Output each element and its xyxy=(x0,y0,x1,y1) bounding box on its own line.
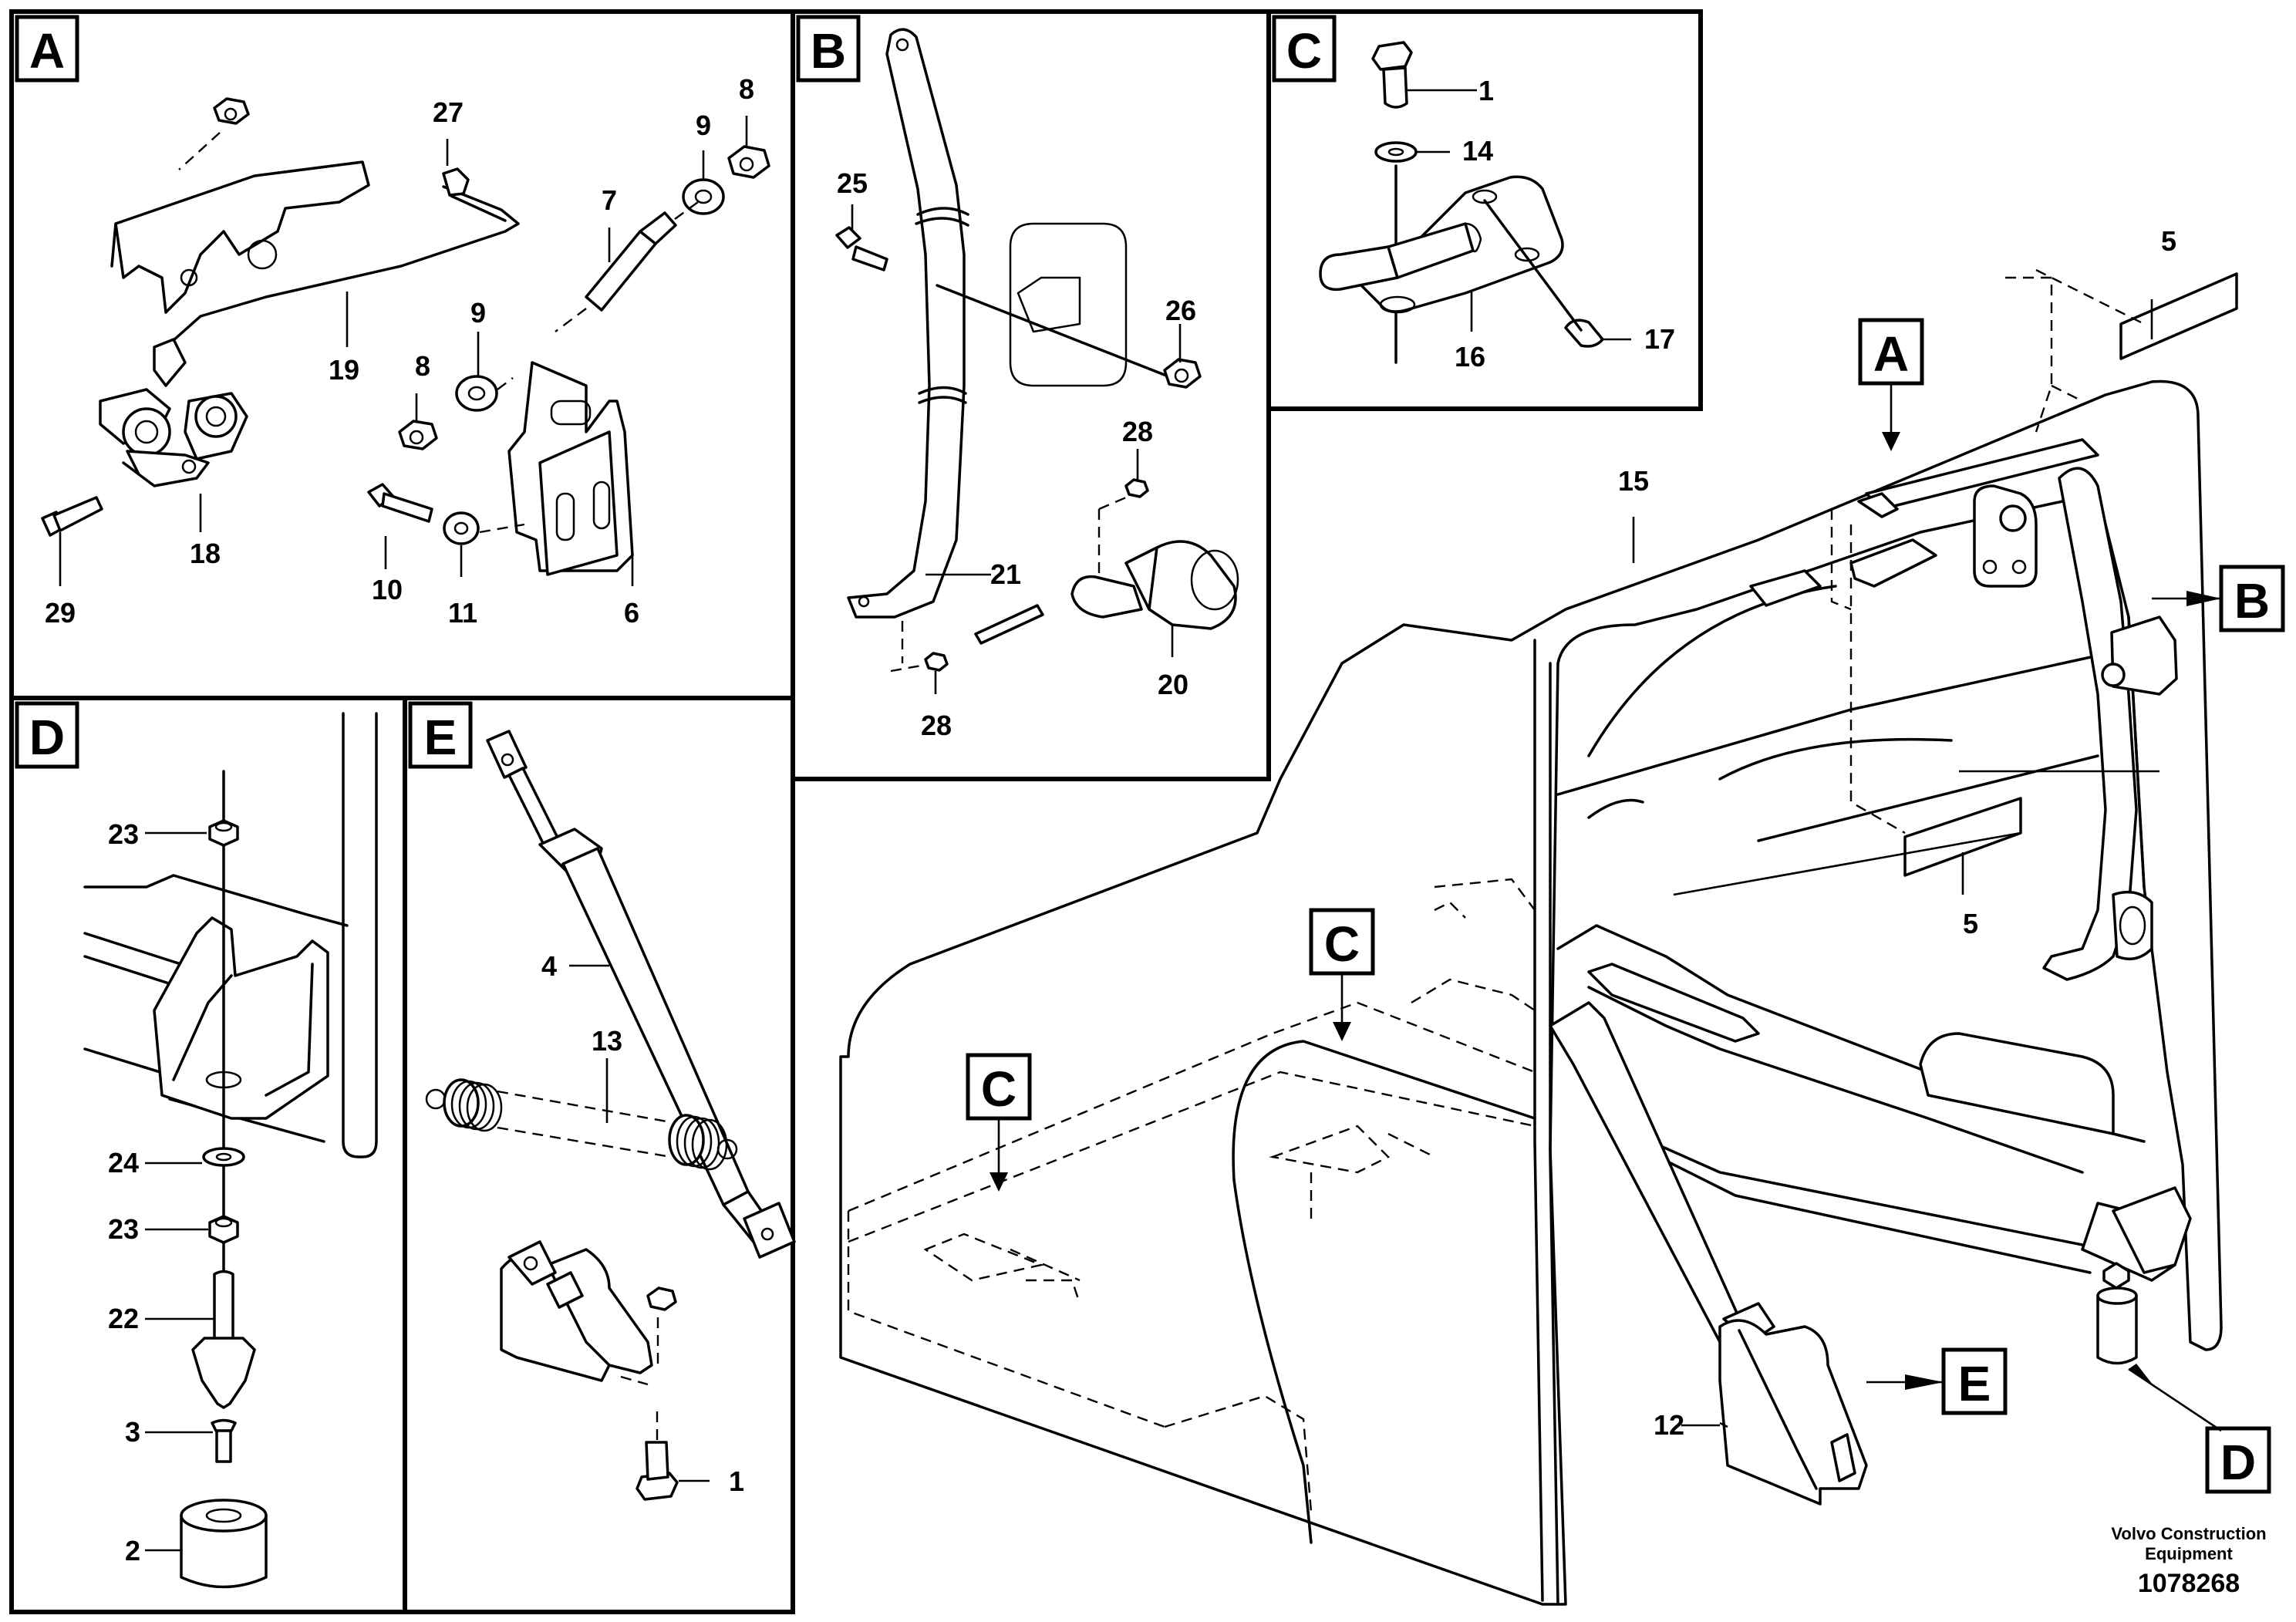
label-28a: 28 xyxy=(1122,416,1153,447)
panel-c-drawing xyxy=(1319,41,1631,364)
label-24: 24 xyxy=(108,1147,139,1179)
label-20: 20 xyxy=(1158,669,1188,700)
svg-text:B: B xyxy=(2234,573,2270,629)
panel-frame-c xyxy=(1266,9,1703,411)
label-18: 18 xyxy=(190,538,221,569)
label-23b: 23 xyxy=(108,1213,139,1245)
panel-b-drawing xyxy=(835,28,1239,694)
brand-line-2: Equipment xyxy=(2145,1544,2233,1563)
label-9b: 9 xyxy=(470,297,486,329)
label-16: 16 xyxy=(1455,341,1485,373)
panel-frame-e xyxy=(403,696,795,1614)
label-8a: 8 xyxy=(739,73,754,105)
label-25: 25 xyxy=(837,167,868,199)
panel-d-drawing xyxy=(83,712,378,1589)
label-21: 21 xyxy=(990,558,1021,590)
label-5b: 5 xyxy=(1963,908,1978,939)
view-label-c: C xyxy=(1272,15,1337,83)
label-27: 27 xyxy=(433,96,464,128)
svg-text:C: C xyxy=(1286,23,1322,79)
svg-text:D: D xyxy=(2220,1435,2256,1490)
view-label-a: A xyxy=(15,15,79,83)
label-2: 2 xyxy=(125,1535,140,1566)
label-15: 15 xyxy=(1618,465,1649,497)
main-callout-c1: C xyxy=(1309,908,1375,1041)
label-8b: 8 xyxy=(415,350,430,382)
label-9a: 9 xyxy=(696,110,711,141)
label-17: 17 xyxy=(1644,323,1675,355)
label-6: 6 xyxy=(624,597,639,629)
label-4: 4 xyxy=(541,950,557,982)
main-callout-a: A xyxy=(1858,318,1924,451)
label-7: 7 xyxy=(602,184,617,216)
main-callout-e: E xyxy=(1866,1347,2008,1415)
label-1e: 1 xyxy=(729,1465,744,1497)
svg-text:E: E xyxy=(424,710,457,765)
view-label-e: E xyxy=(408,701,473,769)
label-26: 26 xyxy=(1165,295,1196,326)
label-29: 29 xyxy=(45,597,76,629)
view-label-b: B xyxy=(796,15,861,83)
svg-text:A: A xyxy=(1873,326,1909,382)
main-view-drawing xyxy=(839,268,2238,1606)
svg-text:D: D xyxy=(29,710,65,765)
label-19: 19 xyxy=(329,354,359,386)
label-12: 12 xyxy=(1654,1409,1684,1441)
svg-text:C: C xyxy=(1324,916,1360,972)
panel-frame-b xyxy=(791,9,1271,781)
svg-text:C: C xyxy=(981,1061,1017,1117)
label-14: 14 xyxy=(1462,135,1493,167)
label-13: 13 xyxy=(592,1025,622,1057)
svg-text:B: B xyxy=(811,23,846,79)
label-10: 10 xyxy=(372,574,403,605)
main-callout-c2: C xyxy=(966,1053,1032,1192)
label-1c: 1 xyxy=(1478,75,1494,106)
panel-e-drawing xyxy=(425,730,796,1501)
label-5a: 5 xyxy=(2161,225,2176,257)
svg-text:A: A xyxy=(29,23,65,79)
view-label-d: D xyxy=(15,701,79,769)
label-11: 11 xyxy=(448,597,477,629)
label-3: 3 xyxy=(125,1416,140,1448)
drawing-number: 1078268 xyxy=(2138,1569,2240,1598)
main-callout-b: B xyxy=(2152,565,2285,632)
label-23a: 23 xyxy=(108,818,139,850)
main-callout-d: D xyxy=(2128,1364,2271,1494)
label-22: 22 xyxy=(108,1303,139,1334)
brand-line-1: Volvo Construction xyxy=(2111,1524,2266,1543)
panel-a-drawing xyxy=(41,97,770,586)
label-28b: 28 xyxy=(921,710,952,741)
svg-text:E: E xyxy=(1958,1356,1991,1411)
